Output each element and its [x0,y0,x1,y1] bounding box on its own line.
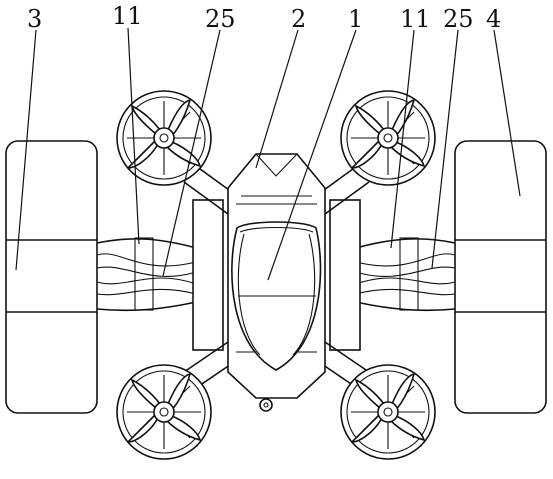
propeller-icon [340,90,436,186]
propeller-bottom-right [340,364,436,460]
reference-numerals: 3 11 25 2 1 11 25 4 [27,2,501,33]
leader-lines [15,27,521,281]
propeller-top-right [340,90,436,186]
propeller-bottom-left [116,364,212,460]
label-4: 4 [486,5,501,33]
right-wheel [454,140,547,414]
propeller-icon [116,364,212,460]
label-25-left: 25 [205,5,236,33]
propeller-icon [340,364,436,460]
propeller-top-left [116,90,212,186]
left-wheel [5,140,98,414]
label-11-left: 11 [112,2,143,30]
label-2: 2 [291,5,306,33]
label-3: 3 [27,5,42,33]
propeller-icon [116,90,212,186]
label-11-right: 11 [400,5,431,33]
label-25-right: 25 [443,5,474,33]
left-axle-assembly [96,199,224,351]
label-1: 1 [348,5,363,33]
right-axle-assembly [329,199,456,351]
cabin [231,221,322,371]
